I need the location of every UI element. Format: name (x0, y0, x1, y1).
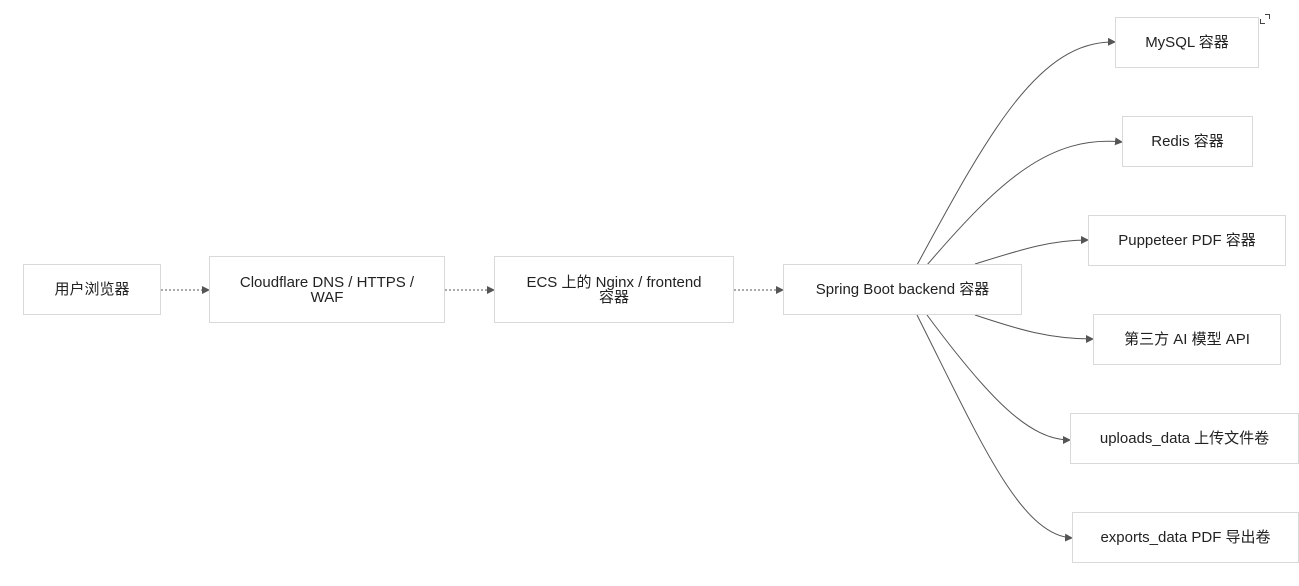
node-puppeteer-label: Puppeteer PDF 容器 (1118, 232, 1256, 249)
edge-backend-to-exports (916, 314, 1073, 542)
node-cloudflare-label: Cloudflare DNS / HTTPS / WAF (239, 273, 415, 306)
node-backend-label: Spring Boot backend 容器 (815, 281, 990, 298)
node-exports-label: exports_data PDF 导出卷 (1100, 529, 1271, 546)
node-browser-label: 用户浏览器 (54, 281, 130, 298)
edge-backend-to-mysql (916, 37, 1116, 266)
node-ai-api-label: 第三方 AI 模型 API (1124, 331, 1250, 348)
node-uploads-label: uploads_data 上传文件卷 (1099, 430, 1270, 447)
edge-backend-to-redis (926, 137, 1123, 266)
node-cloudflare[interactable]: Cloudflare DNS / HTTPS / WAF (209, 256, 445, 323)
node-uploads[interactable]: uploads_data 上传文件卷 (1070, 413, 1299, 464)
node-backend[interactable]: Spring Boot backend 容器 (783, 264, 1022, 315)
node-puppeteer[interactable]: Puppeteer PDF 容器 (1088, 215, 1286, 266)
expand-icon[interactable] (1260, 14, 1270, 24)
edge-backend-to-uploads (926, 314, 1071, 444)
node-ai-api[interactable]: 第三方 AI 模型 API (1093, 314, 1281, 365)
node-redis[interactable]: Redis 容器 (1122, 116, 1253, 167)
node-nginx-label: ECS 上的 Nginx / frontend 容器 (526, 273, 702, 306)
edge-backend-to-ai-api (974, 314, 1094, 343)
node-exports[interactable]: exports_data PDF 导出卷 (1072, 512, 1299, 563)
node-mysql[interactable]: MySQL 容器 (1115, 17, 1259, 68)
node-browser[interactable]: 用户浏览器 (23, 264, 161, 315)
edge-backend-to-puppeteer (974, 236, 1089, 265)
node-nginx[interactable]: ECS 上的 Nginx / frontend 容器 (494, 256, 734, 323)
node-mysql-label: MySQL 容器 (1145, 34, 1229, 51)
node-redis-label: Redis 容器 (1151, 133, 1224, 150)
